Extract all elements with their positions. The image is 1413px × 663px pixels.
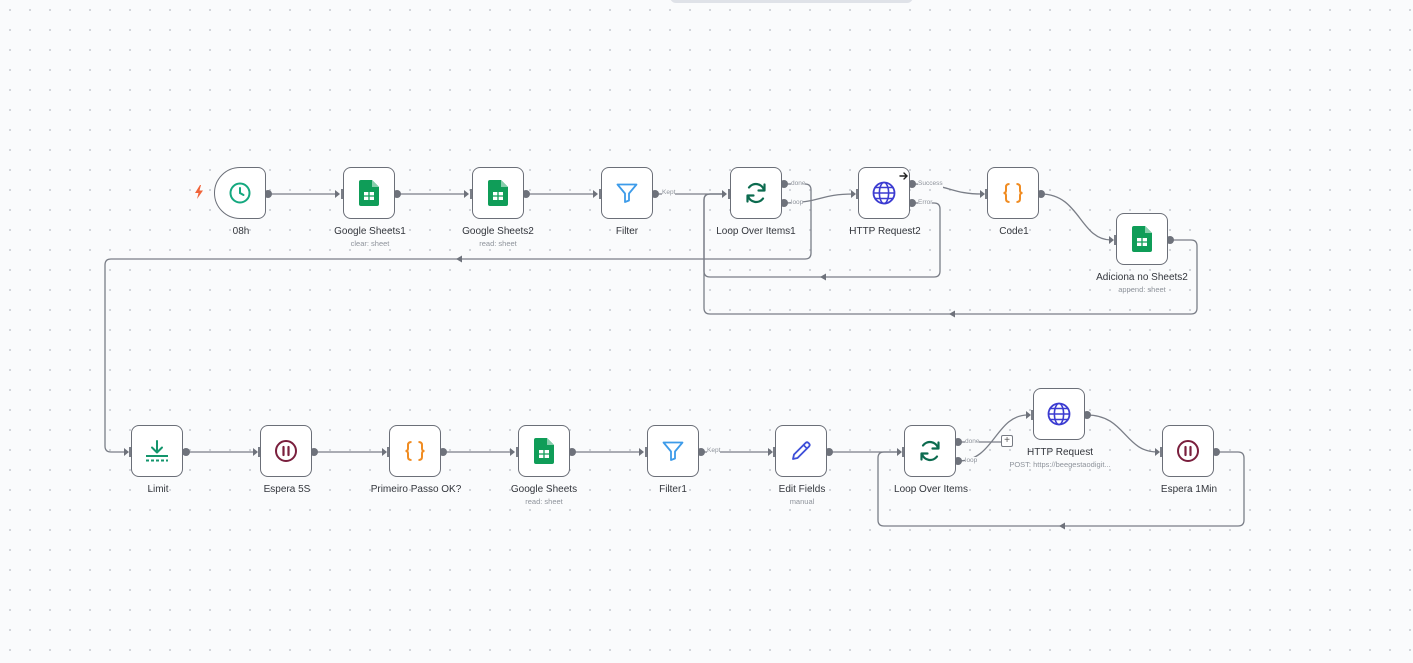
node-label: 08h [232,226,250,237]
port-label-success: Success [918,180,943,188]
google-sheets-icon [488,180,508,206]
code-braces-icon [1001,181,1025,205]
node-loop-over-items[interactable] [904,425,956,477]
node-limit[interactable] [131,425,183,477]
node-label: Filter [615,226,639,237]
node-label: Filter1 [659,484,687,495]
node-label: Loop Over Items [894,484,968,495]
port-label-loop: loop [791,199,804,207]
node-filter[interactable] [601,167,653,219]
wire-code1-to-add [1040,193,1112,241]
node-espera-1min[interactable] [1162,425,1214,477]
node-filter1[interactable] [647,425,699,477]
google-sheets-icon [1132,226,1152,252]
google-sheets-icon [359,180,379,206]
port-label-kept: Kept [707,447,721,455]
node-label: Google Sheets2 [462,226,534,237]
globe-icon [871,180,897,206]
arrow-return-1 [456,255,462,263]
code-braces-icon [403,439,427,463]
trigger-bolt-icon [194,185,204,204]
top-toolbar-edge [670,0,913,3]
node-subtitle: append: sheet [1118,285,1166,294]
node-label: Espera 5S [263,484,311,495]
arrow-return-3 [949,310,955,318]
arrow-return-2 [820,273,826,281]
node-espera-5s[interactable] [260,425,312,477]
node-label: HTTP Request [1027,447,1093,458]
node-label: Espera 1Min [1160,484,1218,495]
pencil-icon [789,439,813,463]
node-http-request2[interactable] [858,167,910,219]
node-label: Adiciona no Sheets2 [1096,272,1188,283]
globe-icon [1046,401,1072,427]
google-sheets-icon [534,438,554,464]
filter-icon [615,181,639,205]
node-label: HTTP Request2 [849,226,921,237]
clock-icon [228,181,252,205]
node-google-sheets2[interactable] [472,167,524,219]
port-label-error: Error [918,199,933,207]
node-label: Loop Over Items1 [716,226,796,237]
node-http-request[interactable] [1033,388,1085,440]
pause-icon [274,439,298,463]
node-label: Edit Fields [778,484,826,495]
node-label: Limit [147,484,169,495]
node-subtitle: read: sheet [479,239,517,248]
node-label: Google Sheets [510,484,578,495]
node-code1[interactable] [987,167,1039,219]
arrow-right-icon [899,168,909,186]
node-subtitle: POST: https://beegestaodigit... [1009,460,1111,469]
node-google-sheets1[interactable] [343,167,395,219]
loop-icon [744,181,768,205]
node-google-sheets[interactable] [518,425,570,477]
port-label-kept: Kept [662,189,676,197]
node-subtitle: clear: sheet [350,239,390,248]
add-node-button[interactable]: + [1001,435,1013,447]
node-adiciona-no-sheets2[interactable] [1116,213,1168,265]
wire-loop1-done-to-limit [104,183,812,453]
filter-icon [661,439,685,463]
port-label-done: done [791,180,806,188]
node-08h[interactable] [214,167,266,219]
node-primeiro-passo-ok[interactable] [389,425,441,477]
node-label: Google Sheets1 [334,226,406,237]
arrow-return-4 [1059,522,1065,530]
loop-icon [918,439,942,463]
node-loop-over-items1[interactable] [730,167,782,219]
node-edit-fields[interactable] [775,425,827,477]
port-label-done: done [965,438,980,446]
node-label: Code1 [999,226,1029,237]
pause-icon [1176,439,1200,463]
limit-icon [144,439,170,463]
wire-http-to-esp1 [1086,414,1158,453]
node-subtitle: manual [789,497,815,506]
node-subtitle: read: sheet [525,497,563,506]
port-label-loop: loop [965,457,978,465]
node-label: Primeiro Passo OK? [370,484,462,495]
